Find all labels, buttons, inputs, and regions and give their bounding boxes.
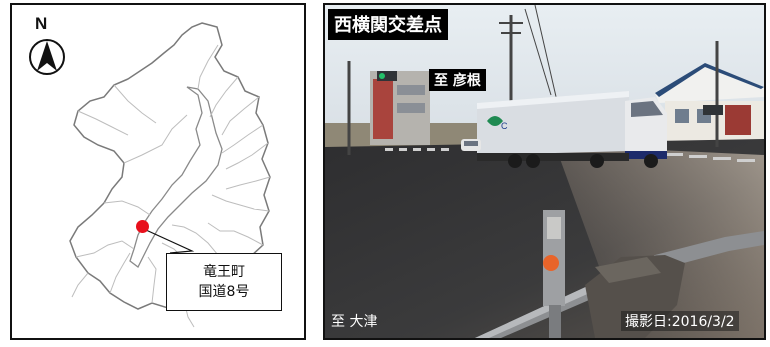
callout-route: 国道8号 [198,284,250,300]
intersection-photo-image: C [325,5,764,338]
traffic-signal [377,71,723,115]
intersection-photo: C 西横関交差点 至 彦根 [323,3,766,340]
lake-biwa-outline [129,86,223,268]
direction-label-otsu: 至 大津 [331,314,378,330]
location-map: N 竜王町 国道8号 [10,3,306,340]
truck: C [477,91,667,168]
callout-town: 竜王町 [203,264,245,280]
location-callout: 竜王町 国道8号 [166,253,282,311]
crosswalk [385,148,755,162]
compass-icon [29,39,65,75]
truck-logo-text: C [501,121,508,131]
direction-label-hikone: 至 彦根 [429,69,486,91]
roadside-building [370,71,430,145]
photo-title: 西横関交差点 [328,9,448,40]
pedestrian-signal-pole [543,210,565,338]
car [461,139,481,151]
callout-leader-line [145,229,195,254]
north-label: N [35,14,48,33]
prefecture-boundary [69,22,271,310]
location-marker[interactable] [136,220,149,233]
photo-date: 撮影日:2016/3/2 [621,311,739,331]
